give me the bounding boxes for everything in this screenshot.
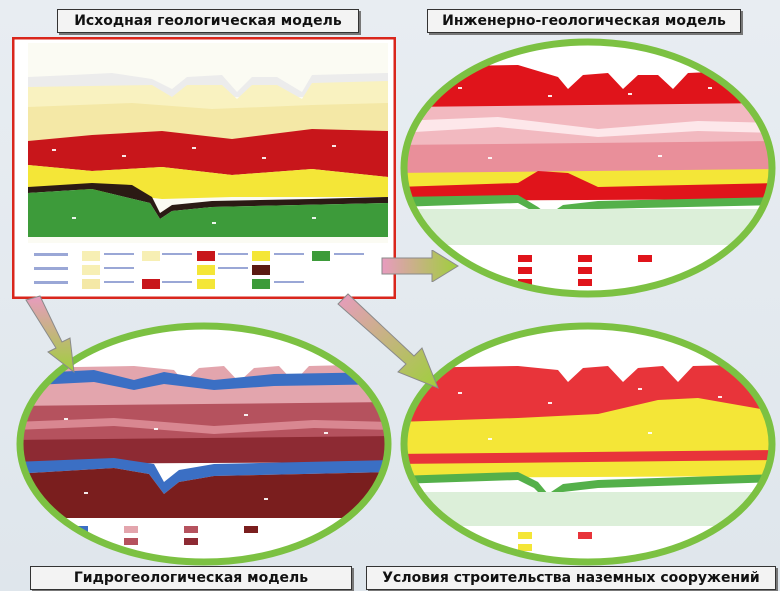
source-model-section: [12, 37, 396, 299]
engineering-model-title: Инженерно-геологическая модель: [427, 9, 741, 33]
construction-ellipse: [398, 322, 778, 566]
construction-title: Условия строительства наземных сооружени…: [366, 566, 776, 590]
construction-section: [398, 322, 778, 566]
hydro-model-title: Гидрогеологическая модель: [30, 566, 352, 590]
arrow-down-right-icon: [334, 292, 444, 392]
source-model-panel: [12, 37, 396, 299]
arrow-right-icon: [380, 250, 460, 282]
arrow-down-left-icon: [22, 294, 82, 374]
source-model-title: Исходная геологическая модель: [57, 9, 359, 33]
